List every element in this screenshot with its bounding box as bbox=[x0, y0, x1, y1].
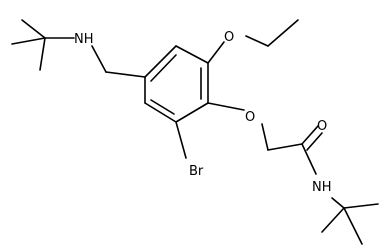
bond bbox=[321, 207, 345, 233]
atom-label-ether-o: O bbox=[245, 110, 255, 125]
bond bbox=[175, 45, 209, 64]
bond bbox=[343, 203, 379, 209]
bond bbox=[261, 123, 269, 151]
bond bbox=[91, 45, 107, 73]
bond bbox=[11, 37, 46, 45]
bond bbox=[306, 132, 323, 151]
atom-label-ethoxy-o: O bbox=[224, 30, 234, 45]
atom-label-amine-nh: NH bbox=[74, 32, 94, 47]
tert-butyl-group-left bbox=[11, 19, 75, 71]
bond bbox=[331, 197, 345, 209]
bond bbox=[144, 45, 177, 78]
tert-butyl-group-right bbox=[321, 203, 379, 245]
atom-label-amide-nh: NH bbox=[312, 180, 332, 195]
bond bbox=[175, 121, 187, 159]
bond bbox=[175, 102, 209, 123]
bond bbox=[207, 102, 245, 111]
bond bbox=[343, 207, 363, 245]
bond bbox=[301, 143, 317, 175]
bond bbox=[105, 71, 146, 78]
atom-label-carbonyl-o: O bbox=[317, 119, 327, 134]
bond bbox=[267, 143, 303, 151]
bond bbox=[150, 99, 175, 115]
bond bbox=[245, 35, 269, 47]
bond bbox=[144, 102, 177, 123]
atom-label-bromine: Br bbox=[189, 164, 204, 179]
benzene-ring bbox=[144, 45, 209, 123]
bond bbox=[267, 19, 299, 47]
bond bbox=[21, 19, 46, 39]
bond bbox=[207, 41, 225, 64]
bond bbox=[301, 125, 319, 145]
bond bbox=[150, 54, 177, 82]
bond bbox=[39, 37, 46, 71]
